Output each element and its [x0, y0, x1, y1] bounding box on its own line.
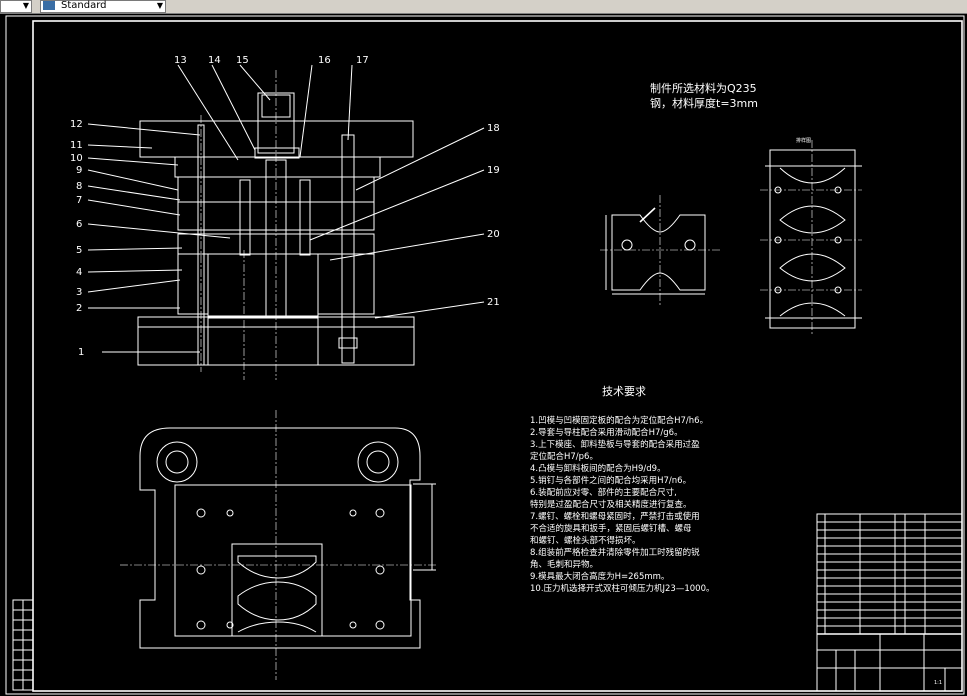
material-note-line: 钢，材料厚度t=3mm [650, 96, 758, 110]
style-combo[interactable]: Standard ▼ [40, 0, 166, 13]
tech-requirement-line: 1.凹模与凹模固定板的配合为定位配合H7/h6。 [530, 415, 708, 426]
part-label: 13 [174, 55, 187, 66]
part-label: 5 [76, 245, 82, 256]
material-note: 制件所选材料为Q235 钢，材料厚度t=3mm [650, 81, 758, 110]
part-label: 1 [78, 347, 84, 358]
tech-requirement-line: 8.组装前严格检查并清除零件加工时残留的锐 [530, 547, 700, 558]
part-label: 17 [356, 55, 369, 66]
technical-requirements: 技术要求 1.凹模与凹模固定板的配合为定位配合H7/h6。 2.导套与导柱配合采… [530, 385, 714, 594]
tech-requirement-line: 定位配合H7/p6。 [530, 451, 598, 462]
outer-border [5, 15, 965, 695]
part-label: 7 [76, 195, 82, 206]
part-label: 8 [76, 181, 82, 192]
style-combo-value: Standard [61, 0, 107, 11]
tech-requirement-line: 3.上下模座、卸料垫板与导套的配合采用过盈 [530, 439, 700, 450]
part-label: 14 [208, 55, 221, 66]
chevron-down-icon[interactable]: ▼ [22, 1, 29, 10]
drawing-canvas[interactable]: 1 2 3 4 5 6 7 8 9 10 11 12 13 14 15 16 1… [0, 13, 967, 696]
part-label: 3 [76, 287, 82, 298]
material-note-line: 制件所选材料为Q235 [650, 81, 757, 95]
layer-combo[interactable]: ▼ [0, 0, 32, 13]
part-label: 16 [318, 55, 331, 66]
tech-requirement-line: 6.装配前应对零、部件的主要配合尺寸, [530, 487, 677, 498]
strip-layout: 排样图 [760, 137, 862, 335]
tech-requirement-line: 特别是过盈配合尺寸及相关精度进行复查。 [530, 499, 692, 510]
assembly-section-view [137, 70, 415, 380]
text-style-icon [43, 1, 55, 10]
part-label: 15 [236, 55, 249, 66]
tech-requirement-line: 7.螺钉、螺栓和螺母紧固时，严禁打击或使用 [530, 511, 700, 522]
tech-requirement-line: 2.导套与导柱配合采用滑动配合H7/g6。 [530, 427, 683, 438]
part-leader-lines [87, 64, 485, 353]
cad-toolbar: ▼ Standard ▼ [0, 0, 967, 14]
part-label: 4 [76, 267, 82, 278]
scale-value: 1:1 [934, 680, 942, 686]
lower-die-plan-view [120, 410, 438, 680]
parts-list-and-title-block: 1:1 [816, 513, 963, 692]
tech-requirement-line: 9.模具最大闭合高度为H=265mm。 [530, 571, 669, 582]
part-label: 18 [487, 123, 500, 134]
binding-stamp-table [12, 599, 34, 691]
tech-requirement-line: 角、毛刺和异物。 [530, 559, 598, 570]
chevron-down-icon[interactable]: ▼ [156, 1, 163, 10]
part-label: 12 [70, 119, 83, 130]
part-label: 9 [76, 165, 82, 176]
part-label: 19 [487, 165, 500, 176]
tech-requirement-line: 4.凸模与卸料板间的配合为H9/d9。 [530, 463, 666, 474]
part-label: 21 [487, 297, 500, 308]
tech-requirement-line: 10.压力机选择开式双柱可倾压力机J23—1000。 [530, 583, 714, 594]
strip-layout-title: 排样图 [796, 137, 811, 144]
tech-requirement-line: 和螺钉、螺栓头部不得损坏。 [530, 535, 641, 546]
drawing-border [32, 20, 963, 692]
tech-requirements-title: 技术要求 [602, 385, 646, 398]
part-label: 10 [70, 153, 83, 164]
tech-requirement-line: 5.销钉与各部件之间的配合均采用H7/n6。 [530, 475, 691, 486]
part-label: 11 [70, 140, 83, 151]
part-label: 6 [76, 219, 82, 230]
part-numbers: 1 2 3 4 5 6 7 8 9 10 11 12 13 14 15 16 1… [70, 55, 500, 358]
part-label: 20 [487, 229, 500, 240]
tech-requirement-line: 不合适的旋具和扳手，紧固后螺钉槽、螺母 [530, 523, 692, 534]
part-drawing [600, 195, 720, 305]
part-label: 2 [76, 303, 82, 314]
